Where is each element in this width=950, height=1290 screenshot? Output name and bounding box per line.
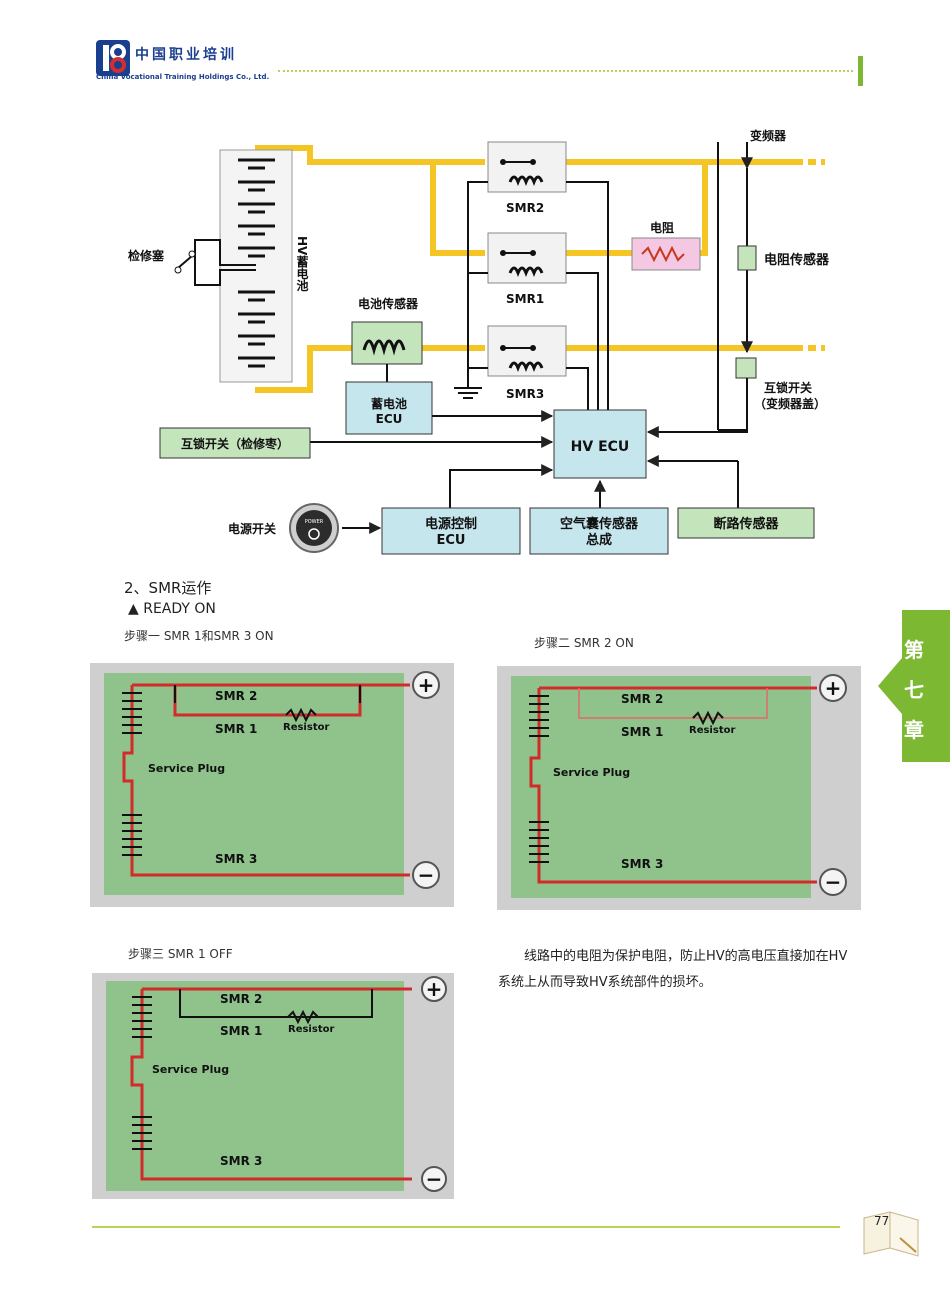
minus-terminal-icon (421, 1166, 447, 1192)
company-logo-icon (96, 40, 130, 76)
interlock-inverter-box (735, 357, 757, 379)
svg-text:Service Plug: Service Plug (152, 1063, 229, 1076)
open-book-icon (863, 1211, 919, 1257)
circuit-panel-step3: SMR 2 SMR 1 Resistor Service Plug SMR 3 … (92, 973, 454, 1199)
resistor-sensor-label: 电阻传感器 (764, 252, 830, 268)
ready-on-heading: ▲ READY ON (128, 601, 216, 617)
svg-text:−: − (418, 863, 435, 887)
plus-terminal-icon (412, 671, 440, 699)
smr1-label: SMR1 (506, 292, 544, 306)
interlock-service-label: 互锁开关（检修枣） (181, 436, 289, 451)
smr2-relay (487, 141, 567, 193)
service-plug-label: 检修塞 (128, 248, 165, 263)
smr2-label: SMR2 (506, 201, 544, 215)
breaker-sensor-label: 断路传感器 (713, 516, 779, 532)
hv-battery-label: HV蓄电池 (295, 236, 309, 292)
battery-ecu-label-1: 蓄电池 (371, 396, 407, 411)
battery-ecu-box (345, 381, 433, 435)
svg-text:POWER: POWER (305, 519, 324, 525)
battery-cells-icon (238, 158, 275, 368)
svg-text:SMR 1: SMR 1 (621, 725, 663, 739)
minus-terminal-icon (412, 861, 440, 889)
svg-text:+: + (825, 676, 842, 700)
plus-terminal-icon (421, 976, 447, 1002)
chapter-tab (878, 610, 950, 762)
breaker-sensor-box (677, 507, 815, 539)
svg-text:+: + (426, 977, 443, 1001)
footer-divider (92, 1226, 840, 1228)
power-button-icon: POWER (289, 503, 339, 553)
circuit-panel-step2: SMR 2 SMR 1 Resistor Service Plug SMR 3 … (497, 666, 861, 910)
chapter-label: 第 七 章 (904, 638, 924, 742)
svg-text:SMR 1: SMR 1 (215, 722, 257, 736)
logo-english-name: China Vocational Training Holdings Co., … (96, 73, 270, 81)
hv-system-diagram: 变频器 HV蓄电池 检修塞 SMR2 SMR1 SMR3 (128, 128, 830, 555)
hv-ecu-label: HV ECU (571, 439, 630, 455)
svg-text:−: − (825, 870, 842, 894)
circuit-panel-step1: SMR 2 SMR 1 Resistor Service Plug SMR 3 … (90, 663, 454, 907)
step3-caption: 步骤三 SMR 1 OFF (128, 947, 233, 961)
airbag-sensor-label-2: 总成 (586, 532, 612, 548)
svg-text:Resistor: Resistor (689, 725, 735, 736)
svg-text:Resistor: Resistor (283, 722, 329, 733)
power-switch-label: 电源开关 (228, 521, 276, 536)
smr1-relay (487, 232, 567, 284)
smr3-relay (487, 325, 567, 377)
svg-text:Service Plug: Service Plug (148, 762, 225, 775)
header-accent-bar (858, 56, 863, 86)
plus-terminal-icon (819, 674, 847, 702)
inverter-label: 变频器 (750, 128, 787, 143)
svg-text:SMR 3: SMR 3 (220, 1154, 262, 1168)
smr3-label: SMR3 (506, 387, 544, 401)
svg-text:SMR 3: SMR 3 (215, 852, 257, 866)
svg-text:+: + (418, 673, 435, 697)
header-divider (278, 70, 853, 72)
resistor-label: 电阻 (650, 220, 674, 235)
ground-icon (454, 382, 482, 399)
resistor-sensor-box (737, 245, 757, 271)
svg-text:−: − (426, 1167, 443, 1191)
explanation-paragraph: 线路中的电阻为保护电阻，防止HV的高电压直接加在HV系统上从而导致HV系统部件的… (498, 949, 848, 990)
battery-sensor-label: 电池传感器 (358, 296, 419, 311)
step2-caption: 步骤二 SMR 2 ON (534, 636, 634, 650)
power-ecu-label-2: ECU (437, 533, 466, 548)
page-number: 77 (874, 1214, 890, 1228)
logo-chinese-name: 中国职业培训 (135, 47, 237, 63)
battery-ecu-label-2: ECU (376, 412, 403, 426)
interlock-service-box (159, 427, 311, 459)
airbag-sensor-box (529, 507, 669, 555)
coil-icon (362, 339, 406, 356)
airbag-sensor-label-1: 空气囊传感器 (560, 516, 639, 532)
interlock-inverter-label-2: （变频器盖） (754, 396, 826, 411)
section-title: 2、SMR运作 (124, 579, 212, 597)
svg-text:SMR 3: SMR 3 (621, 857, 663, 871)
step1-caption: 步骤一 SMR 1和SMR 3 ON (124, 629, 274, 643)
power-ecu-box (381, 507, 521, 555)
interlock-inverter-label-1: 互锁开关 (764, 380, 812, 395)
svg-text:SMR 1: SMR 1 (220, 1024, 262, 1038)
svg-text:SMR 2: SMR 2 (220, 992, 262, 1006)
svg-text:Resistor: Resistor (288, 1024, 334, 1035)
minus-terminal-icon (819, 868, 847, 896)
hv-ecu-box (553, 409, 647, 479)
svg-text:Service Plug: Service Plug (553, 766, 630, 779)
svg-text:SMR 2: SMR 2 (621, 692, 663, 706)
svg-text:SMR 2: SMR 2 (215, 689, 257, 703)
power-ecu-label-1: 电源控制 (425, 516, 477, 532)
